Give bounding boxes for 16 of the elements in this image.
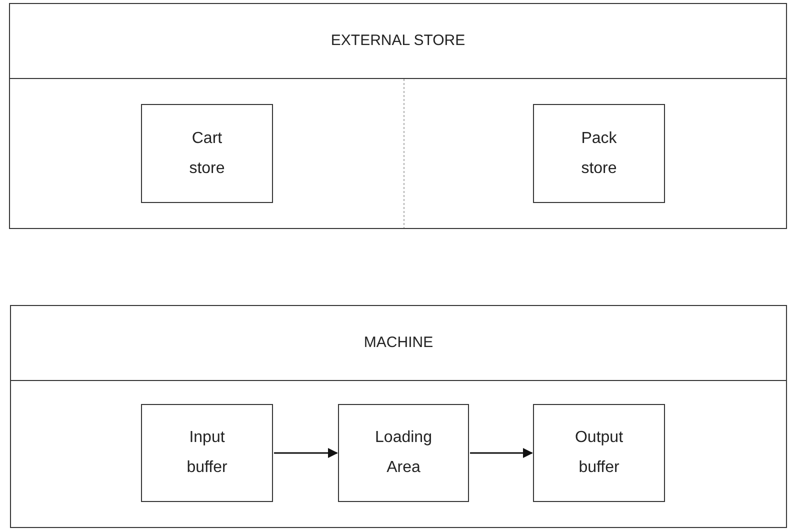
container-box	[10, 305, 787, 528]
box-label: Output buffer	[574, 428, 624, 478]
container-title: MACHINE	[364, 332, 434, 353]
box-label: Input buffer	[186, 428, 228, 478]
process-box	[533, 104, 665, 203]
arrow	[274, 448, 338, 458]
process-box	[533, 404, 665, 502]
container-box	[9, 3, 787, 229]
process-box	[141, 404, 273, 502]
arrow	[470, 448, 533, 458]
box-label: Pack store	[580, 128, 618, 178]
process-box	[141, 104, 273, 203]
process-box	[338, 404, 469, 502]
box-label: Loading Area	[374, 428, 433, 478]
container-title: EXTERNAL STORE	[330, 30, 466, 51]
box-label: Cart store	[188, 128, 226, 178]
